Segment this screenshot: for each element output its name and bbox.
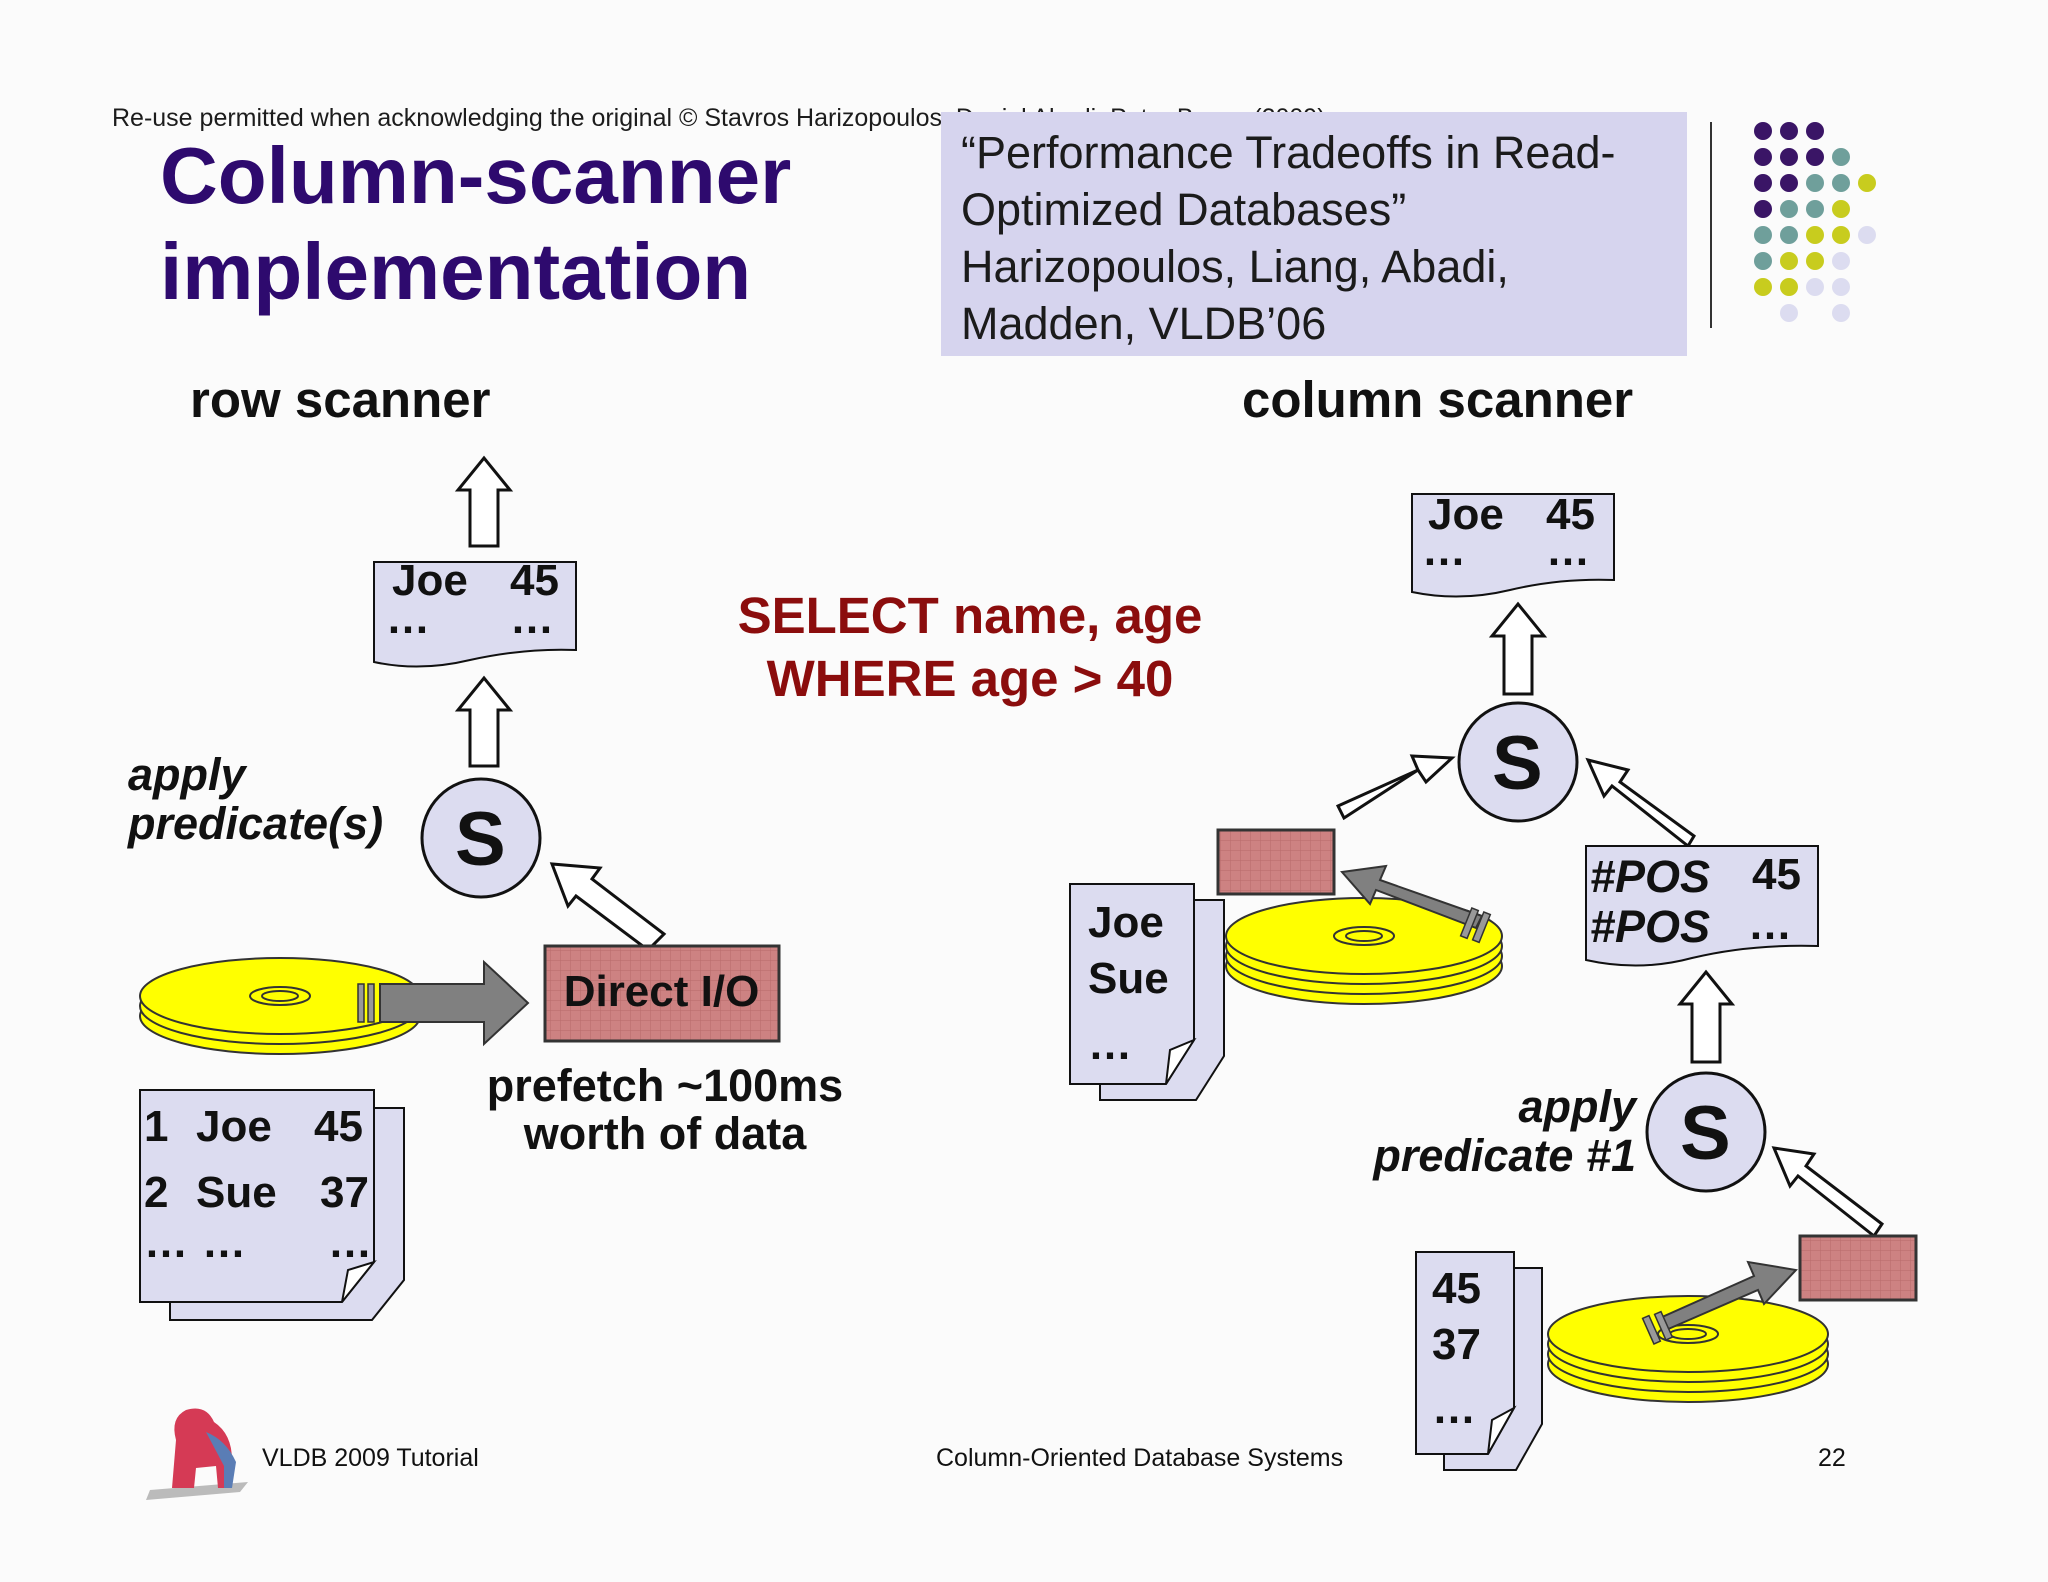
reference-box: “Performance Tradeoffs in Read- Optimize… <box>941 112 1687 356</box>
row-predicate-line1: apply <box>128 749 246 800</box>
col-output-name: Joe <box>1428 490 1504 539</box>
row-table-ellipsis-3: … <box>328 1218 372 1267</box>
row-output-document <box>373 561 577 668</box>
row-scanner-heading: row scanner <box>190 371 491 428</box>
row-table-name-1: Joe <box>196 1102 272 1151</box>
row-table-ellipsis-2: … <box>202 1218 246 1267</box>
reference-line2: Optimized Databases” <box>961 184 1407 235</box>
direct-io-buffer <box>543 944 781 1043</box>
sql-query: SELECT name, age WHERE age > 40 <box>660 584 1280 710</box>
prefetch-line1: prefetch ~100ms <box>486 1060 844 1111</box>
col-positions-age: 45 <box>1752 850 1801 899</box>
lion-logo <box>146 1408 248 1500</box>
logo-divider <box>1710 122 1712 328</box>
col-ages-buffer <box>1798 1234 1918 1302</box>
col-output-ellipsis-2: … <box>1546 526 1590 575</box>
row-table-id-1: 1 <box>144 1102 169 1151</box>
col-names-value-2: Sue <box>1088 954 1169 1003</box>
sql-query-line2: WHERE age > 40 <box>766 650 1174 707</box>
col-output-document <box>1411 493 1615 598</box>
row-output-age: 45 <box>510 556 559 605</box>
col-ages-value-2: 37 <box>1432 1320 1481 1369</box>
col-output-ellipsis-1: … <box>1422 526 1466 575</box>
col-output-age: 45 <box>1546 490 1595 539</box>
col-ages-to-predicate-arrow <box>1771 1146 1885 1239</box>
prefetch-line2: worth of data <box>523 1108 807 1159</box>
col-positions-document <box>1585 845 1819 967</box>
footer-left: VLDB 2009 Tutorial <box>262 1444 479 1472</box>
col-predicate-node <box>1645 1071 1767 1193</box>
prefetch-label: prefetch ~100ms worth of data <box>470 1062 860 1158</box>
col-predicate-scan-label: S <box>1680 1091 1731 1176</box>
col-positions-ellipsis: … <box>1748 900 1792 949</box>
row-output-ellipsis-1: … <box>386 594 430 643</box>
col-predicate-line1: apply <box>1518 1081 1636 1132</box>
row-predicate-line2: predicate(s) <box>128 798 384 849</box>
col-names-value-1: Joe <box>1088 898 1164 947</box>
col-predicate-label: apply predicate #1 <box>1340 1082 1636 1180</box>
col-names-read-arrow <box>1340 864 1492 944</box>
row-read-arrow <box>357 959 530 1047</box>
col-names-pages <box>1069 883 1225 1101</box>
row-buffer-to-scan-arrow-shape <box>549 862 667 952</box>
col-positions-to-scan-arrow <box>1585 757 1696 849</box>
row-table-name-2: Sue <box>196 1168 277 1217</box>
col-ages-ellipsis: … <box>1432 1384 1476 1433</box>
col-position-2: #POS <box>1590 901 1711 952</box>
dot-grid-logo <box>1754 122 1904 332</box>
row-scan-up-arrow <box>454 675 514 768</box>
row-output-name: Joe <box>392 556 468 605</box>
row-disk-icon <box>139 957 421 1055</box>
row-table-age-1: 45 <box>314 1102 363 1151</box>
col-names-to-scan-arrow <box>1335 754 1456 821</box>
col-predicate-line2: predicate #1 <box>1373 1130 1636 1181</box>
row-table-age-2: 37 <box>320 1168 369 1217</box>
col-position-1: #POS <box>1590 851 1711 902</box>
col-ages-disk-icon <box>1547 1295 1829 1403</box>
reference-line1: “Performance Tradeoffs in Read- <box>961 127 1616 178</box>
row-table-pages <box>139 1089 405 1321</box>
row-output-ellipsis-2: … <box>510 594 554 643</box>
col-output-arrow <box>1488 601 1548 696</box>
col-ages-value-1: 45 <box>1432 1264 1481 1313</box>
slide-title-line1: Column-scanner <box>160 131 792 220</box>
sql-query-line1: SELECT name, age <box>737 587 1203 644</box>
col-scan-label: S <box>1492 721 1543 806</box>
col-names-buffer <box>1216 828 1336 896</box>
slide-title-line2: implementation <box>160 227 752 316</box>
slide-title: Column-scanner implementation <box>160 128 791 320</box>
row-scan-node <box>420 777 542 899</box>
col-ages-read-arrow <box>1641 1260 1799 1346</box>
col-names-disk-icon <box>1225 897 1503 1005</box>
row-output-arrow <box>454 455 514 548</box>
footer-center: Column-Oriented Database Systems <box>936 1444 1344 1472</box>
col-scan-node <box>1457 701 1579 823</box>
reference-line4: Madden, VLDB’06 <box>961 298 1327 349</box>
col-names-ellipsis: … <box>1088 1020 1132 1069</box>
row-scan-label: S <box>455 797 506 882</box>
col-predicate-up-arrow <box>1676 969 1736 1064</box>
column-scanner-heading: column scanner <box>1242 371 1634 428</box>
row-table-ellipsis-1: … <box>144 1218 188 1267</box>
direct-io-label: Direct I/O <box>563 967 760 1016</box>
footer-page-number: 22 <box>1818 1444 1846 1472</box>
col-ages-pages <box>1415 1251 1543 1471</box>
row-table-id-2: 2 <box>144 1168 169 1217</box>
reference-line3: Harizopoulos, Liang, Abadi, <box>961 241 1509 292</box>
row-predicate-label: apply predicate(s) <box>128 750 383 848</box>
